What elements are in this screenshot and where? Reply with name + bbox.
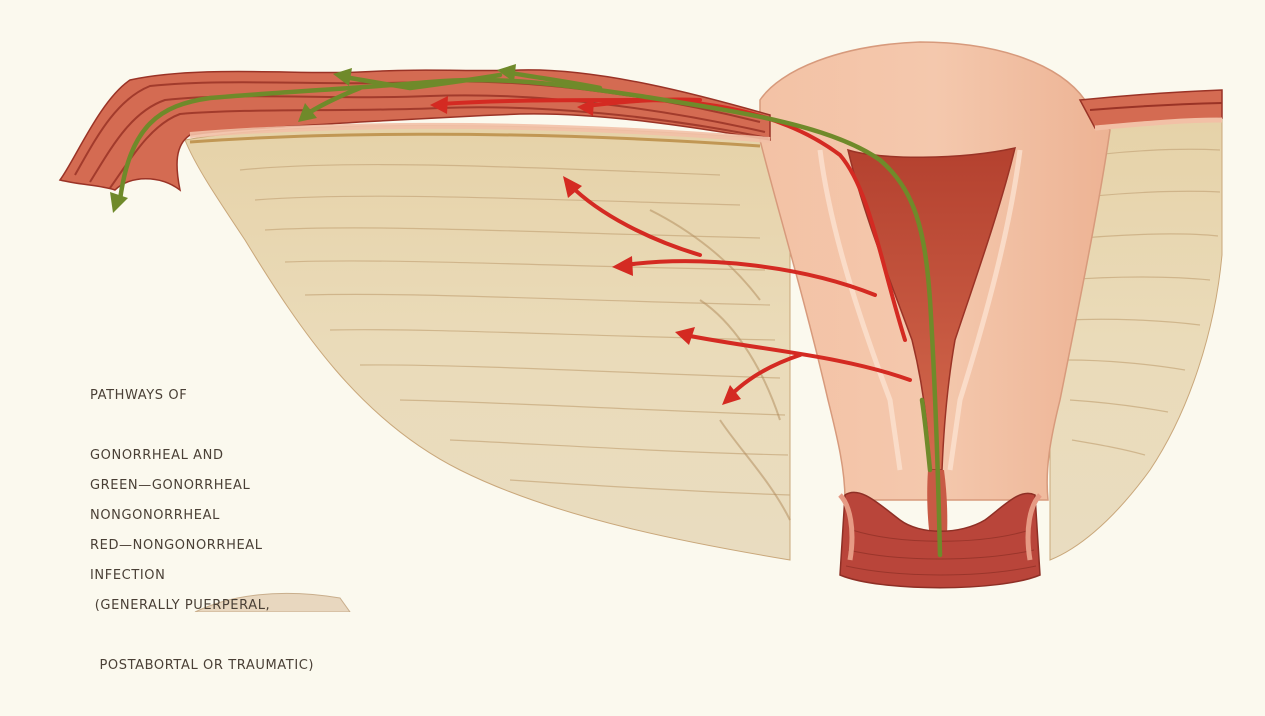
legend-line-red: RED—NONGONORRHEAL <box>90 536 314 556</box>
legend-line-note: POSTABORTAL OR TRAUMATIC) <box>90 656 314 676</box>
green-arrowhead-fimbria <box>110 192 128 213</box>
legend-line-note: (GENERALLY PUERPERAL, <box>90 596 314 616</box>
illustration: PATHWAYS OF GONORRHEAL AND NONGONORRHEAL… <box>0 0 1265 612</box>
figure-caption-legend: GREEN—GONORRHEAL RED—NONGONORRHEAL (GENE… <box>90 436 314 716</box>
caption-title-line: PATHWAYS OF <box>90 386 224 406</box>
legend-line-green: GREEN—GONORRHEAL <box>90 476 314 496</box>
